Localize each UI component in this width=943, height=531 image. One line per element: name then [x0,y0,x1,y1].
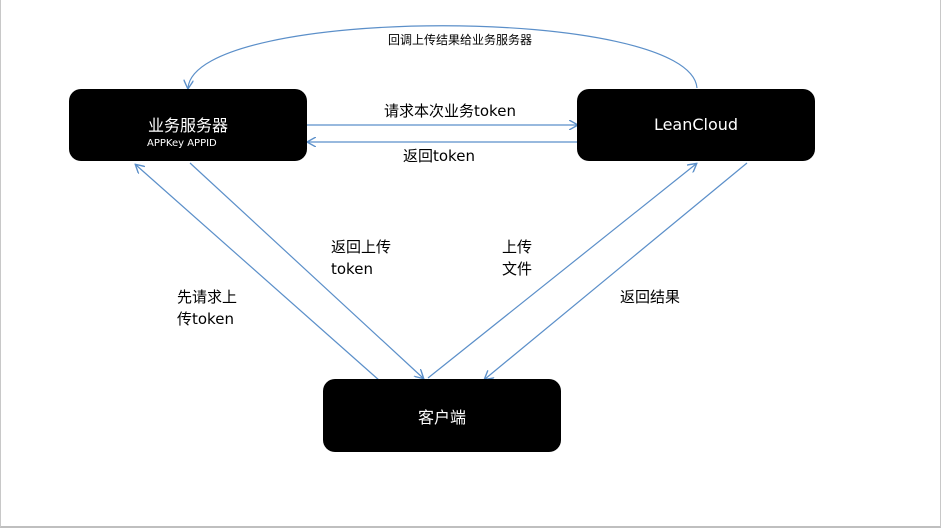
business-server-subtitle: APPKey APPID [147,138,217,149]
callback-label: 回调上传结果给业务服务器 [388,33,533,47]
return-token-label: 返回token [403,147,475,165]
request-token-label: 请求本次业务token [384,102,516,120]
request-upload-token-label: 先请求上 传token [177,286,237,330]
callback-arrow [188,25,698,88]
leancloud-title: LeanCloud [653,115,739,134]
request-upload-token-arrow [136,165,381,382]
upload-file-line-2: 文件 [502,260,533,278]
upload-file-label: 上传 文件 [502,236,532,280]
return-upload-token-line-2: token [331,260,373,278]
return-upload-token-label: 返回上传 token [331,236,391,280]
upload-file-line-1: 上传 [502,238,533,256]
request-upload-token-line-1: 先请求上 [177,288,238,306]
return-result-label: 返回结果 [620,288,681,306]
request-upload-token-line-2: 传token [177,310,234,328]
leancloud-node: LeanCloud [577,89,815,161]
return-upload-token-line-1: 返回上传 [331,238,392,256]
client-title: 客户端 [417,408,466,427]
upload-file-arrow [427,164,696,379]
business-server-title: 业务服务器 [147,116,228,135]
client-node: 客户端 [323,379,561,452]
business-server-node: 业务服务器 APPKey APPID [69,89,307,161]
return-result-arrow [485,162,748,379]
return-upload-token-arrow [189,162,423,378]
